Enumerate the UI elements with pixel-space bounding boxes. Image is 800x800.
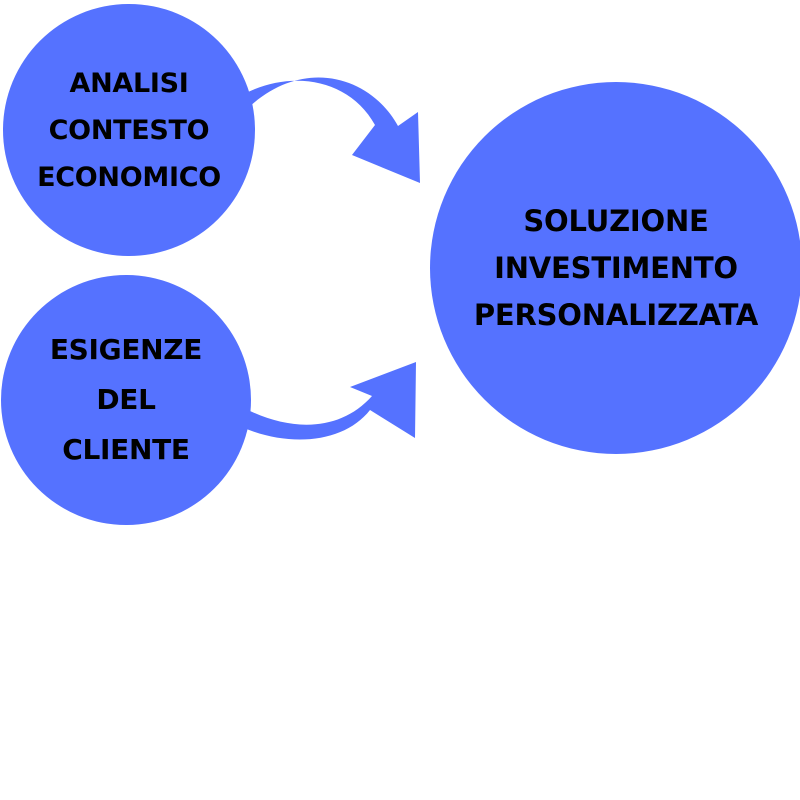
- node-label-line: SOLUZIONE: [523, 203, 709, 238]
- arrow-analisi-to-soluzione: [244, 77, 420, 183]
- node-label-line: ESIGENZE: [49, 333, 203, 366]
- node-label-line: ECONOMICO: [37, 161, 221, 193]
- node-soluzione-investimento-personalizzata: SOLUZIONE INVESTIMENTO PERSONALIZZATA: [430, 82, 800, 454]
- node-analisi-contesto-economico: ANALISI CONTESTO ECONOMICO: [3, 4, 255, 256]
- node-esigenze-del-cliente: ESIGENZE DEL CLIENTE: [1, 275, 251, 525]
- node-label-line: CONTESTO: [48, 114, 210, 146]
- node-label-line: ANALISI: [69, 67, 189, 99]
- node-label-line: INVESTIMENTO: [494, 250, 738, 285]
- node-label-line: PERSONALIZZATA: [473, 297, 759, 332]
- arrow-esigenze-to-soluzione: [244, 362, 416, 440]
- node-label-line: DEL: [96, 383, 156, 416]
- node-label-line: CLIENTE: [62, 433, 190, 466]
